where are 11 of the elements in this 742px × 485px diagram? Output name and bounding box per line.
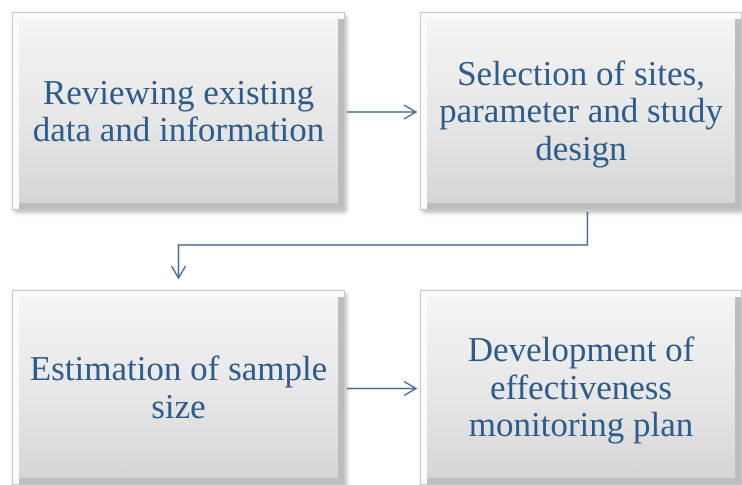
step-text: Selection of sites, parameter and study design (438, 54, 724, 168)
step-text: Estimation of sample size (28, 350, 328, 425)
step-text: Reviewing existing data and information (32, 74, 326, 148)
arrow (170, 212, 588, 279)
process-box (12, 290, 345, 485)
arrow (347, 104, 417, 120)
arrow (347, 380, 417, 396)
process-box (420, 290, 742, 485)
step-text: Development of effectiveness monitoring plan (466, 331, 696, 444)
process-box (420, 12, 742, 210)
process-box (12, 12, 345, 210)
